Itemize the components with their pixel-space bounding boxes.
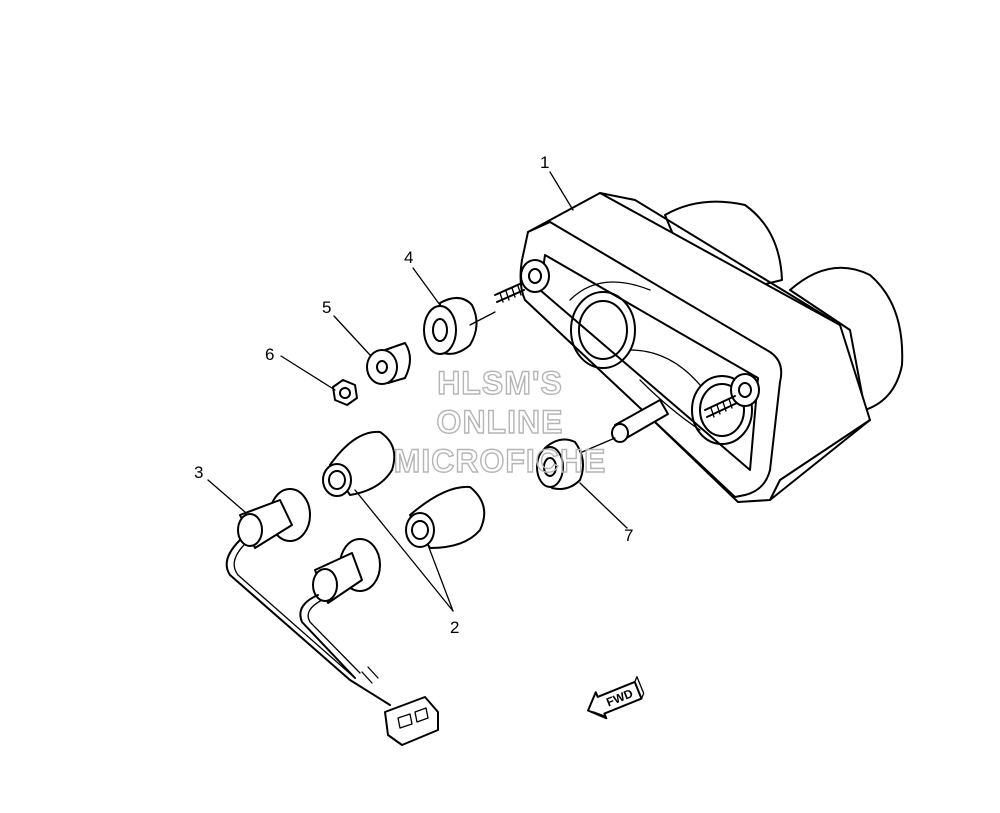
callout-5: 5 — [322, 298, 331, 317]
callout-3: 3 — [194, 463, 203, 482]
watermark-line-3: MICROFICHE — [394, 443, 607, 479]
watermark-line-1: HLSM'S — [437, 365, 563, 401]
part-1-tail-light-housing — [494, 192, 904, 503]
callout-4: 4 — [404, 248, 413, 267]
leader-lines — [207, 171, 628, 612]
callout-1: 1 — [540, 153, 549, 172]
part-2-bulbs — [322, 430, 486, 549]
fwd-arrow-icon: FWD — [587, 676, 645, 720]
callout-2: 2 — [450, 618, 459, 637]
part-7-grommet — [536, 438, 585, 490]
callout-6: 6 — [265, 345, 274, 364]
watermark: HLSM'S ONLINE MICROFICHE — [393, 364, 607, 479]
watermark-line-2: ONLINE — [437, 404, 564, 440]
part-3-socket-harness — [225, 488, 439, 746]
part-4-grommet — [423, 297, 496, 355]
callout-7: 7 — [624, 526, 633, 545]
part-5-collar — [366, 342, 411, 385]
part-6-nut — [332, 379, 358, 406]
callout-labels: 1 2 3 4 5 6 7 — [194, 153, 633, 637]
